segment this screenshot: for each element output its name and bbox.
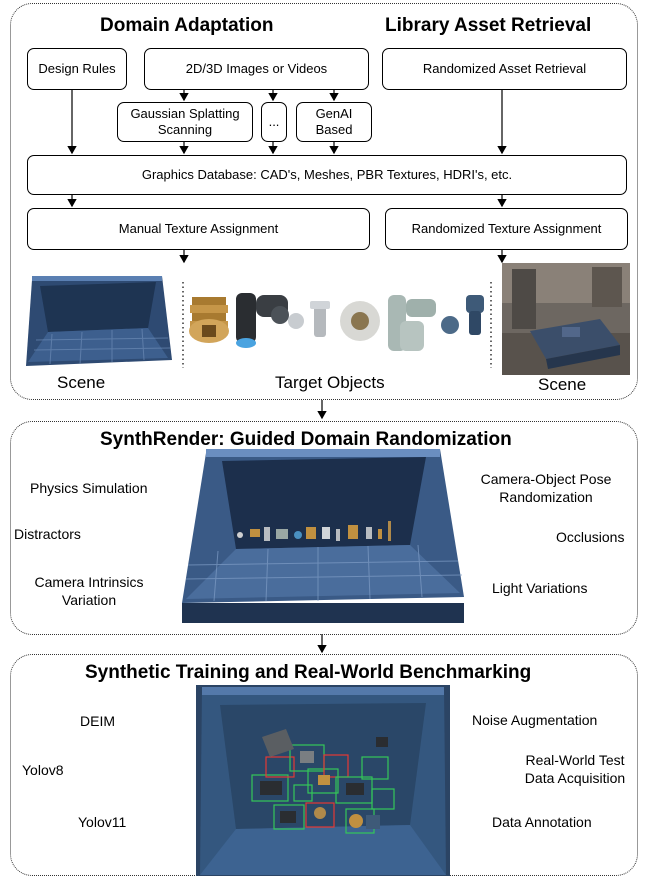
benchmarking-heading: Synthetic Training and Real-World Benchm… [85, 662, 532, 683]
ellipsis-box: ... [261, 102, 287, 142]
cap-screw-object [466, 295, 484, 335]
light-variations-label: Light Variations [492, 580, 588, 596]
randomized-asset-retrieval-box: Randomized Asset Retrieval [382, 48, 627, 90]
graphics-database-box: Graphics Database: CAD's, Meshes, PBR Te… [27, 155, 627, 195]
synthrender-heading: SynthRender: Guided Domain Randomization [100, 429, 512, 450]
deim-label: DEIM [80, 713, 115, 729]
data-annotation-label: Data Annotation [492, 814, 592, 830]
manual-texture-box: Manual Texture Assignment [27, 208, 370, 250]
noise-augmentation-label: Noise Augmentation [472, 712, 598, 728]
pose-randomization-label: Camera-Object Pose Randomization [480, 471, 612, 505]
workshop-scene-image [502, 263, 630, 375]
gaussian-splatting-box: Gaussian Splatting Scanning [117, 102, 253, 142]
genai-box: GenAI Based [296, 102, 372, 142]
images-videos-box: 2D/3D Images or Videos [144, 48, 369, 90]
real-world-crate-image [196, 685, 450, 876]
scene-label-right: Scene [538, 375, 587, 394]
yolov8-label: Yolov8 [22, 762, 64, 778]
yolov11-label: Yolov11 [78, 814, 127, 830]
camera-intrinsics-label: Camera Intrinsics Variation [34, 574, 144, 608]
target-objects-label: Target Objects [275, 373, 385, 392]
design-rules-box: Design Rules [27, 48, 127, 90]
synthrender-panel [10, 421, 638, 635]
scene-crate-image [26, 276, 172, 366]
target-objects-image [189, 293, 484, 351]
y-fitting-object [236, 293, 289, 348]
real-world-test-label: Real-World Test Data Acquisition [524, 752, 626, 786]
brass-plug-object [189, 297, 229, 343]
domain-adaptation-panel [10, 3, 638, 400]
occlusions-label: Occlusions [556, 529, 625, 545]
library-asset-retrieval-heading: Library Asset Retrieval [385, 15, 592, 36]
domain-adaptation-heading: Domain Adaptation [100, 15, 274, 36]
bolt-object [310, 301, 330, 337]
randomized-texture-box: Randomized Texture Assignment [385, 208, 628, 250]
physics-simulation-label: Physics Simulation [30, 480, 148, 496]
synthrender-objects [237, 521, 391, 541]
distractors-label: Distractors [14, 526, 81, 542]
synthrender-crate-image [182, 449, 464, 623]
pneumatic-fitting-object [388, 295, 436, 351]
scene-label-left: Scene [57, 373, 106, 392]
